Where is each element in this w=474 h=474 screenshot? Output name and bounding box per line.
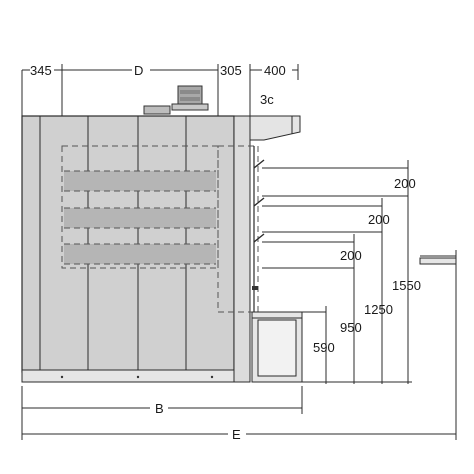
spacing-200-low-label: 200 <box>340 248 362 263</box>
dim-305-label: 305 <box>220 63 242 78</box>
top-dimension-line <box>21 64 299 118</box>
shelf-interior <box>61 145 219 269</box>
spacing-200-top-label: 200 <box>394 176 416 191</box>
bottom-dimension-lines <box>21 386 456 440</box>
height-1550-label: 1550 <box>392 278 421 293</box>
height-1250-label: 1250 <box>364 302 393 317</box>
dim-345-label: 345 <box>30 63 52 78</box>
dim-e-label: E <box>232 427 241 442</box>
bottom-unit <box>251 311 303 383</box>
shelf-brackets <box>252 146 265 312</box>
dim-d-label: D <box>134 63 143 78</box>
height-590-label: 590 <box>313 340 335 355</box>
dim-400-label: 400 <box>264 63 286 78</box>
roof-box <box>143 105 171 115</box>
compressor-unit <box>171 85 209 111</box>
front-display-area <box>217 145 259 313</box>
dim-3c-label: 3c <box>260 92 274 107</box>
dim-b-label: B <box>155 401 164 416</box>
spacing-200-mid-label: 200 <box>368 212 390 227</box>
height-dimension-lines <box>262 160 412 384</box>
height-950-label: 950 <box>340 320 362 335</box>
front-canopy <box>233 115 301 383</box>
side-shelf-indicator <box>419 250 457 440</box>
